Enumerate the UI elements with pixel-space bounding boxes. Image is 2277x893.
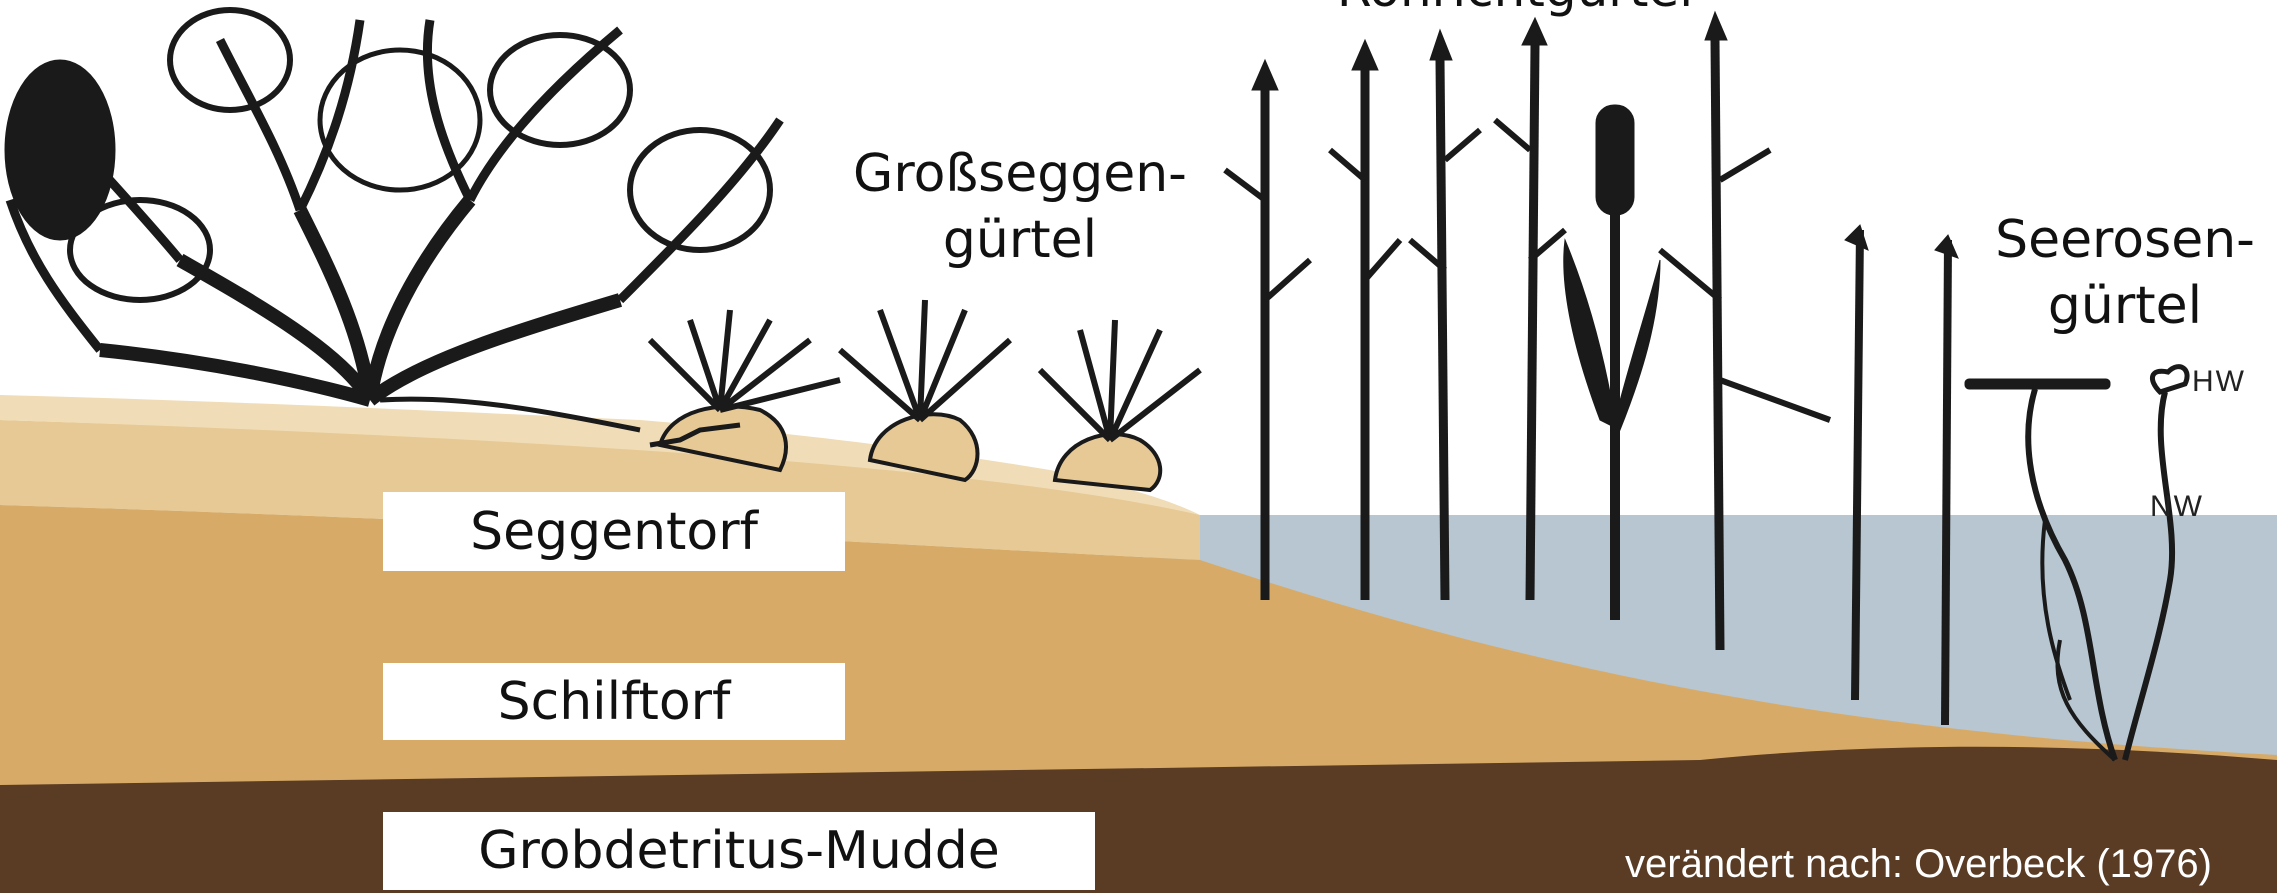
sedge-belt-label-line2: gürtel — [840, 214, 1200, 266]
lily-belt-label-line2: gürtel — [1990, 280, 2260, 332]
high-water-mark: HW — [2192, 365, 2246, 399]
source-credit: verändert nach: Overbeck (1976) — [1625, 842, 2212, 887]
sedge-belt-label-line1: Großseggen- — [840, 148, 1200, 200]
lily-belt-label: Seerosen- gürtel — [1990, 214, 2260, 332]
sedge-belt-label: Großseggen- gürtel — [840, 148, 1200, 266]
sedge-peat-label: Seggentorf — [383, 492, 845, 571]
lily-belt-label-line1: Seerosen- — [1990, 214, 2260, 266]
reed-peat-label: Schilftorf — [383, 663, 845, 740]
low-water-mark: NW — [2150, 490, 2204, 524]
mud-label: Grobdetritus-Mudde — [383, 812, 1095, 890]
reed-belt-label: Röhrichtgürtel — [1290, 0, 1740, 14]
